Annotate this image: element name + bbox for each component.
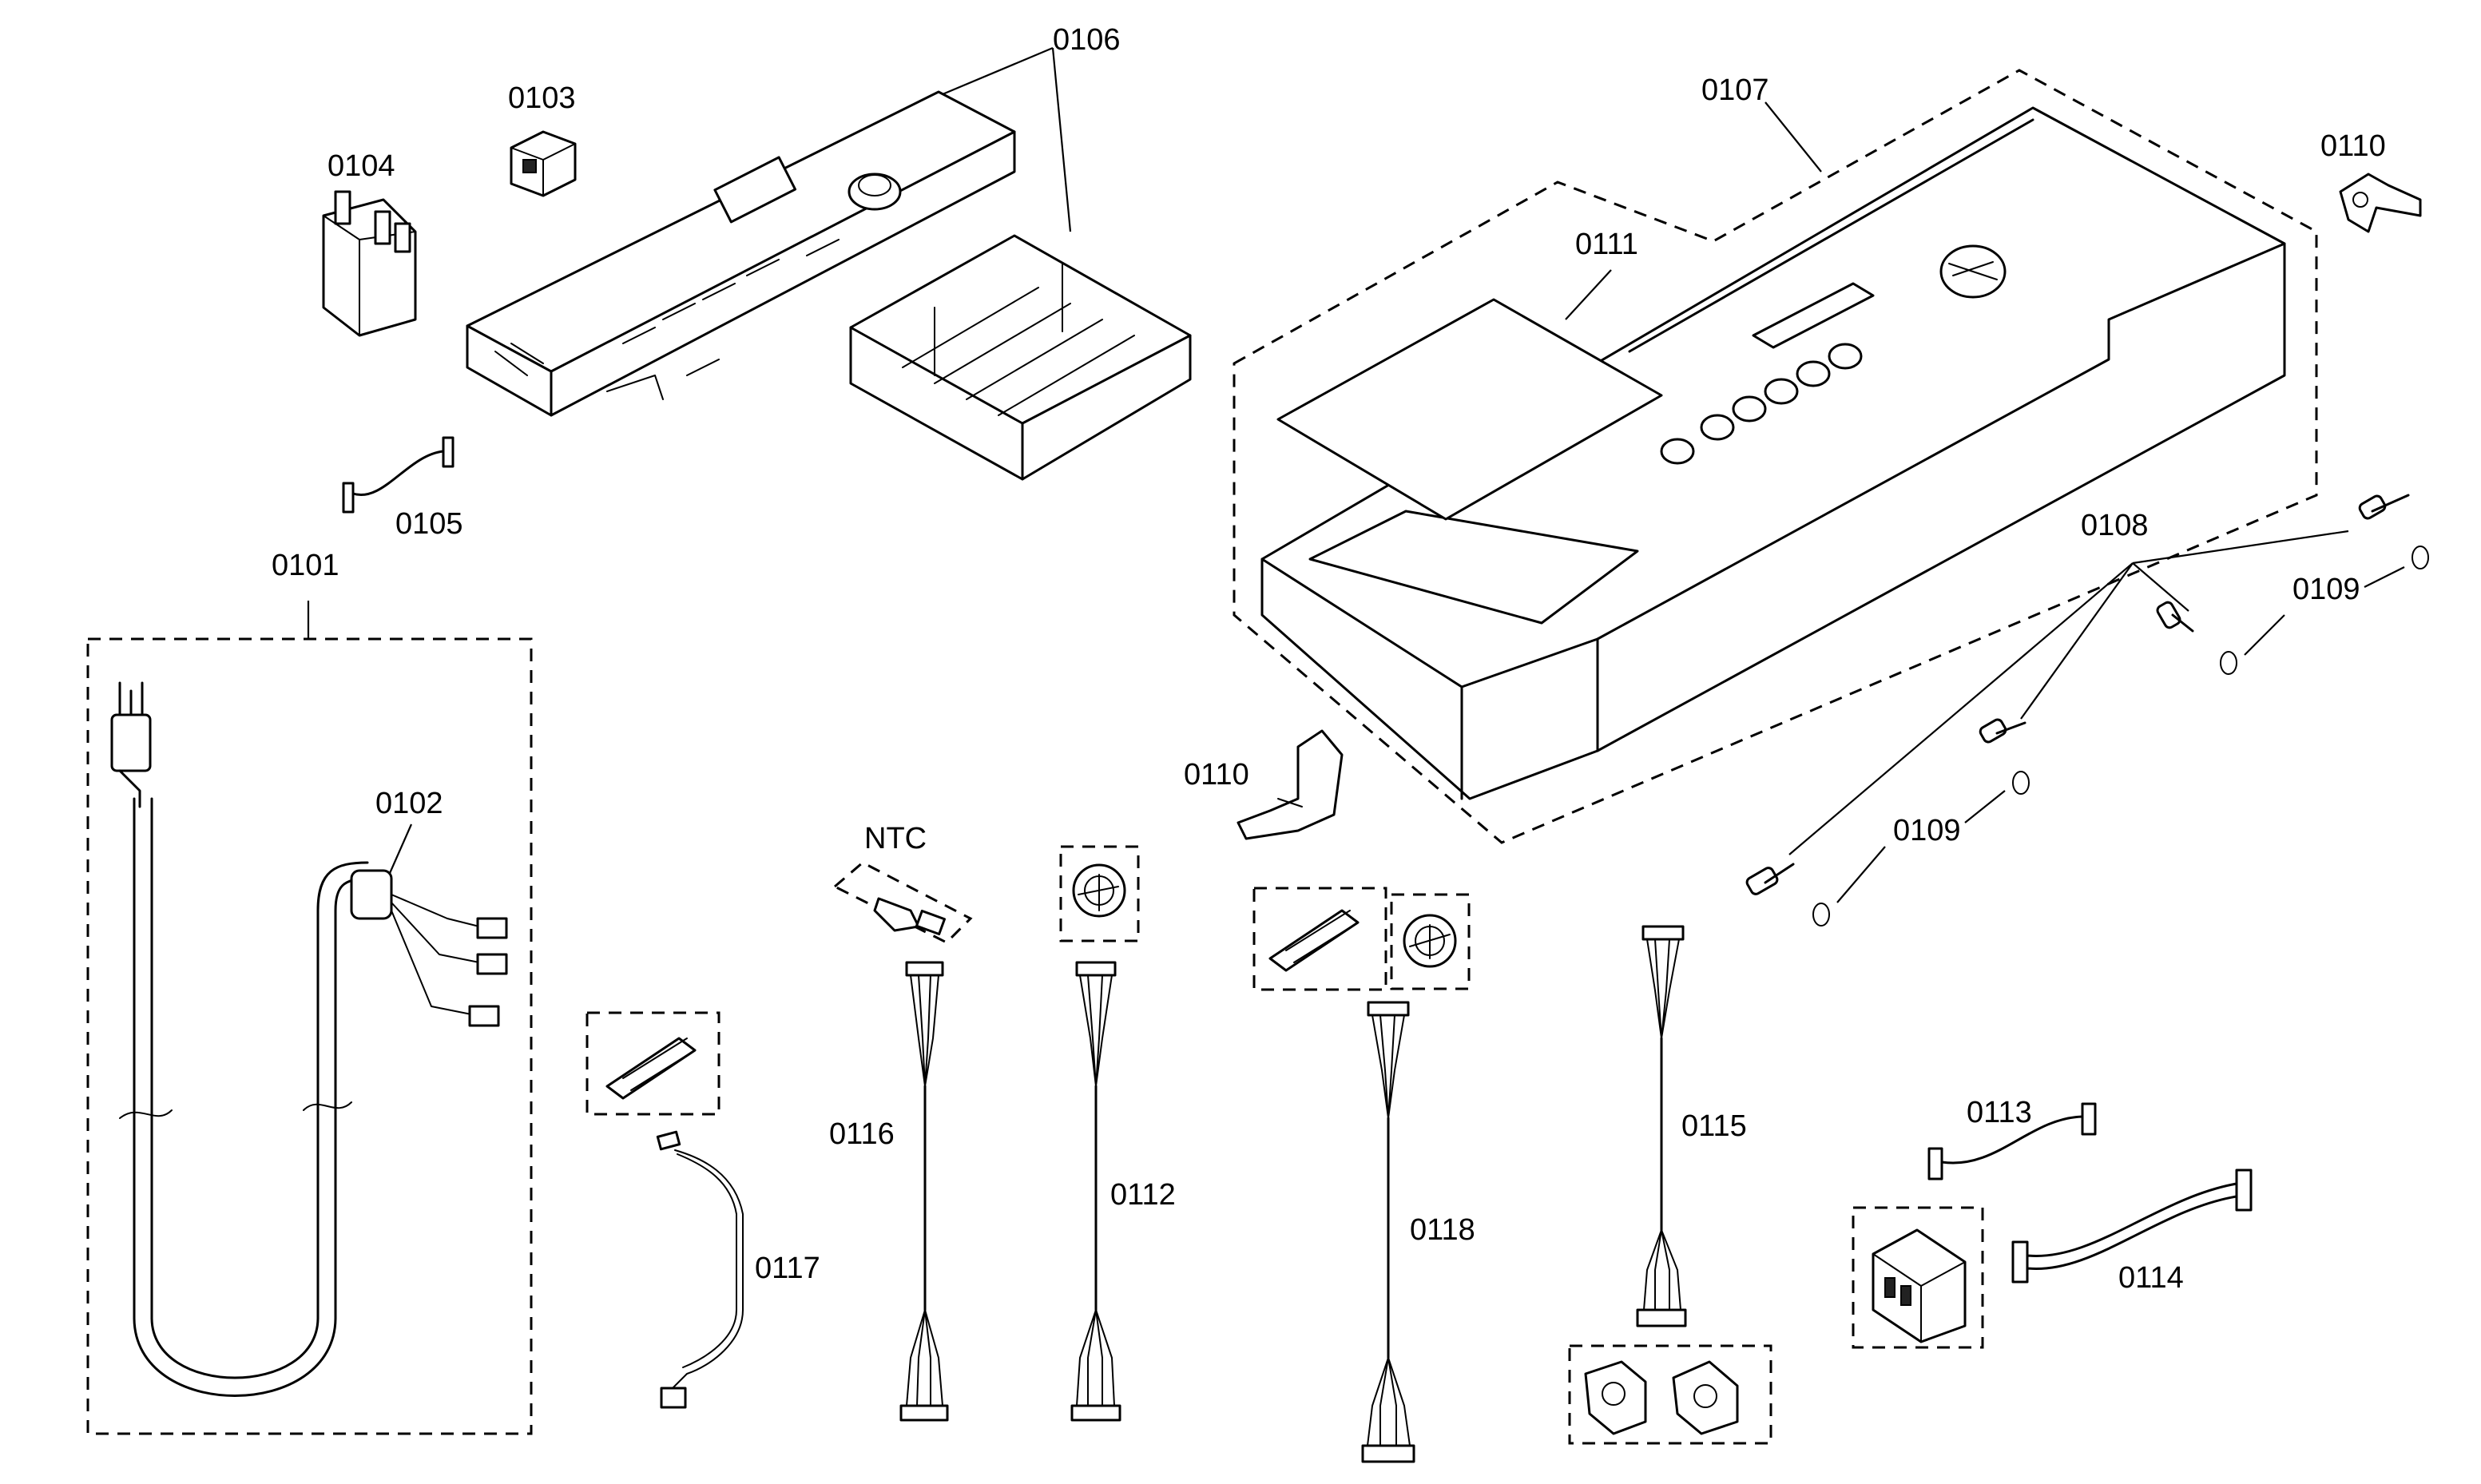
cable-0113[interactable]: [1927, 1102, 2097, 1180]
screws-0108[interactable]: [1745, 494, 2410, 896]
ntc-sensor[interactable]: [832, 861, 973, 944]
label-0105: 0105: [395, 507, 463, 541]
relay-block-0103[interactable]: [510, 130, 577, 197]
label-0116: 0116: [829, 1117, 895, 1151]
label-0102: 0102: [375, 787, 443, 820]
label-0108: 0108: [2081, 509, 2149, 542]
valves-box: [1568, 1344, 1772, 1445]
filter-capacitor-0104[interactable]: [322, 190, 417, 337]
label-0106: 0106: [1053, 23, 1121, 57]
module-0114-group[interactable]: [1852, 1206, 1984, 1349]
screw-icon: [2358, 494, 2410, 520]
heater-box: [586, 1011, 720, 1116]
harness-0112[interactable]: [1070, 961, 1121, 1422]
washers-0109[interactable]: [1812, 546, 2429, 927]
power-cord-group-box: [86, 637, 533, 1435]
part-labels: 0101 0102 0103 0104 0105 0106 0107 0108 …: [272, 23, 2386, 1295]
pressure-switch-0112-top[interactable]: [1059, 845, 1140, 942]
panel-foil-0111[interactable]: [1276, 269, 1663, 521]
module-box: [1852, 1206, 1984, 1349]
valves-0115-group[interactable]: [1568, 1344, 1772, 1445]
label-0109-top: 0109: [2292, 573, 2360, 606]
label-0110-bottom: 0110: [1184, 758, 1249, 792]
jumper-cable-0105[interactable]: [342, 436, 455, 514]
harness-0115[interactable]: [1636, 925, 1687, 1327]
harness-0118[interactable]: [1361, 1001, 1415, 1463]
label-0103: 0103: [508, 81, 576, 115]
label-0101: 0101: [272, 549, 339, 582]
label-0114: 0114: [2118, 1261, 2184, 1295]
screw-icon: [2156, 601, 2194, 633]
clip-0110-top[interactable]: [2339, 173, 2422, 233]
screw-icon: [1745, 863, 1795, 895]
pressure-switch-0118-top[interactable]: [1390, 893, 1471, 990]
label-0111: 0111: [1575, 228, 1638, 261]
label-0112: 0112: [1110, 1178, 1176, 1212]
electronic-module-0106[interactable]: [466, 46, 1192, 481]
cable-0114[interactable]: [2011, 1169, 2253, 1284]
strain-relief-0102[interactable]: [350, 823, 508, 1027]
power-plug-icon: [110, 681, 152, 808]
clip-0110-bottom[interactable]: [1237, 729, 1344, 840]
control-panel-0107[interactable]: [1233, 69, 2318, 844]
control-panel-buttons: [1660, 343, 1863, 465]
label-ntc: NTC: [864, 822, 927, 855]
harness-0116[interactable]: [899, 961, 949, 1422]
harness-0117[interactable]: [656, 1130, 744, 1409]
heater-0118-group[interactable]: [1252, 887, 1387, 991]
label-0117: 0117: [755, 1252, 820, 1285]
label-0113: 0113: [1967, 1096, 2032, 1129]
label-0104: 0104: [327, 149, 395, 183]
label-0109-bottom: 0109: [1893, 814, 1961, 847]
screw-icon: [1979, 718, 2026, 744]
power-cord-0101[interactable]: [86, 601, 533, 1435]
label-0107: 0107: [1701, 73, 1769, 107]
heater-0117-group[interactable]: [586, 1011, 720, 1116]
label-0115: 0115: [1681, 1109, 1747, 1143]
label-0110-top: 0110: [2320, 129, 2386, 163]
ntc-group-box: [832, 861, 973, 944]
heater-box-2: [1252, 887, 1387, 991]
label-0118: 0118: [1410, 1213, 1475, 1247]
